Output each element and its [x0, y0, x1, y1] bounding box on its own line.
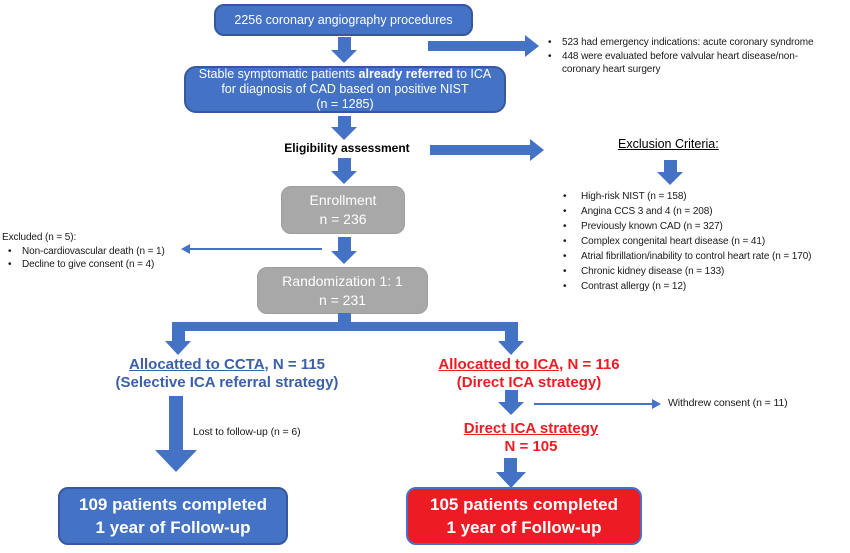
arrow-exclusion-down-head — [657, 172, 683, 185]
ica-outcome-line2: 1 year of Follow-up — [446, 518, 602, 537]
referral-line1-bold: already referred — [358, 67, 454, 81]
ccta-arm-underlined: Allocatted to CCTA, — [128, 356, 269, 373]
arrow-exclusion-down — [664, 160, 677, 172]
branch-bar — [172, 322, 518, 331]
randomization-count: n = 231 — [318, 291, 367, 308]
top-procedures-label: 2256 coronary angiography procedures — [234, 12, 453, 27]
ccta-outcome-line1: 109 patients completed — [78, 495, 267, 514]
top-procedures-box: 2256 coronary angiography procedures — [214, 4, 473, 36]
arrow-direct-to-outcome-head — [496, 472, 526, 488]
arrow-eligibility-to-enrollment — [338, 158, 351, 171]
arrow-ccta-to-outcome — [169, 396, 183, 450]
randomization-box: Randomization 1: 1 n = 231 — [257, 267, 428, 314]
exclusion-item: Chronic kidney disease (n = 133) — [553, 264, 850, 279]
withdrew-note: Withdrew consent (n = 11) — [668, 397, 788, 409]
ccta-arm-n: N = 115 — [268, 356, 325, 373]
direct-ica-line1: Direct ICA strategy — [431, 420, 631, 438]
excluded-title: Excluded (n = 5): — [2, 232, 77, 243]
referral-line1-post: to ICA — [453, 67, 492, 81]
arrow-to-withdrew-line — [534, 403, 652, 405]
ccta-arm-line1: Allocatted to CCTA, N = 115 — [60, 356, 394, 374]
referral-line3: (n = 1285) — [316, 97, 374, 111]
referral-box: Stable symptomatic patients already refe… — [184, 66, 506, 113]
ica-arm-n: N = 116 — [563, 356, 620, 373]
ccta-arm-line2: (Selective ICA referral strategy) — [115, 374, 339, 391]
direct-ica-label: Direct ICA strategy N = 105 — [431, 420, 631, 456]
arrow-to-withdrew-head — [652, 399, 661, 409]
arrow-enrollment-to-randomization-head — [331, 251, 357, 264]
exclusion-item: Angina CCS 3 and 4 (n = 208) — [553, 204, 850, 219]
ica-arm-label: Allocatted to ICA, N = 116 (Direct ICA s… — [400, 356, 658, 392]
direct-ica-count: N = 105 — [504, 438, 558, 455]
lost-followup-note: Lost to follow-up (n = 6) — [193, 426, 301, 438]
arrow-to-emergency-notes — [428, 41, 525, 51]
exclusion-title-text: Exclusion Criteria: — [618, 137, 719, 151]
excluded-note: Excluded (n = 5): Non-cardiovascular dea… — [2, 231, 242, 272]
exclusion-item: Previously known CAD (n = 327) — [553, 219, 850, 234]
arrow-to-exclusion — [430, 145, 530, 155]
enrollment-line1: Enrollment — [309, 192, 377, 208]
arrow-ccta-to-outcome-head — [155, 450, 197, 472]
ccta-outcome-box: 109 patients completed 1 year of Follow-… — [58, 487, 288, 545]
exclusion-item: Atrial fibrillation/inability to control… — [553, 249, 850, 264]
ica-outcome-box: 105 patients completed 1 year of Follow-… — [406, 487, 642, 545]
branch-right-shaft — [505, 331, 518, 341]
arrow-to-emergency-notes-head — [525, 35, 539, 57]
arrow-referral-to-eligibility-head — [331, 127, 357, 140]
eligibility-label: Eligibility assessment — [284, 141, 410, 155]
branch-stub — [338, 313, 351, 323]
exclusion-item: Complex congenital heart disease (n = 41… — [553, 234, 850, 249]
exclusion-item: Contrast allergy (n = 12) — [553, 279, 850, 294]
arrow-top-to-referral-head — [331, 50, 357, 63]
ica-outcome-line1: 105 patients completed — [429, 495, 618, 514]
branch-left-shaft — [172, 331, 185, 341]
arrow-ica-to-direct-head — [498, 402, 524, 415]
emergency-note-item: 448 were evaluated before valvular heart… — [542, 50, 834, 77]
exclusion-item: High-risk NIST (n = 158) — [553, 189, 850, 204]
exclusion-title: Exclusion Criteria: — [618, 137, 719, 151]
enrollment-count: n = 236 — [319, 211, 367, 227]
branch-right-head — [498, 341, 524, 355]
direct-ica-title: Direct ICA strategy — [463, 420, 599, 437]
arrow-to-excluded-line — [190, 248, 322, 250]
arrow-eligibility-to-enrollment-head — [331, 171, 357, 184]
ica-arm-line2: (Direct ICA strategy) — [456, 374, 602, 391]
emergency-note-item: 523 had emergency indications: acute cor… — [542, 36, 834, 50]
ica-arm-underlined: Allocatted to ICA, — [438, 356, 564, 373]
ccta-arm-label: Allocatted to CCTA, N = 115 (Selective I… — [60, 356, 394, 392]
arrow-to-excluded-head — [181, 244, 190, 254]
exclusion-list: High-risk NIST (n = 158) Angina CCS 3 an… — [553, 189, 850, 294]
referral-line2: for diagnosis of CAD based on positive N… — [221, 82, 469, 96]
arrow-direct-to-outcome — [504, 458, 517, 472]
ccta-outcome-line2: 1 year of Follow-up — [95, 518, 251, 537]
randomization-line1: Randomization 1: 1 — [282, 272, 403, 289]
excluded-item: Decline to give consent (n = 4) — [2, 258, 242, 272]
arrow-to-exclusion-head — [530, 139, 544, 161]
referral-line1-pre: Stable symptomatic patients — [198, 67, 359, 81]
arrow-referral-to-eligibility — [338, 116, 351, 127]
emergency-notes: 523 had emergency indications: acute cor… — [542, 36, 834, 77]
referral-line1: Stable symptomatic patients already refe… — [199, 67, 492, 82]
arrow-enrollment-to-randomization — [338, 237, 351, 251]
arrow-ica-to-direct — [505, 390, 518, 402]
branch-left-head — [165, 341, 191, 355]
ica-arm-line1: Allocatted to ICA, N = 116 — [400, 356, 658, 374]
arrow-top-to-referral — [338, 37, 351, 50]
enrollment-box: Enrollment n = 236 — [281, 186, 405, 234]
excluded-item: Non-cardiovascular death (n = 1) — [2, 245, 242, 259]
